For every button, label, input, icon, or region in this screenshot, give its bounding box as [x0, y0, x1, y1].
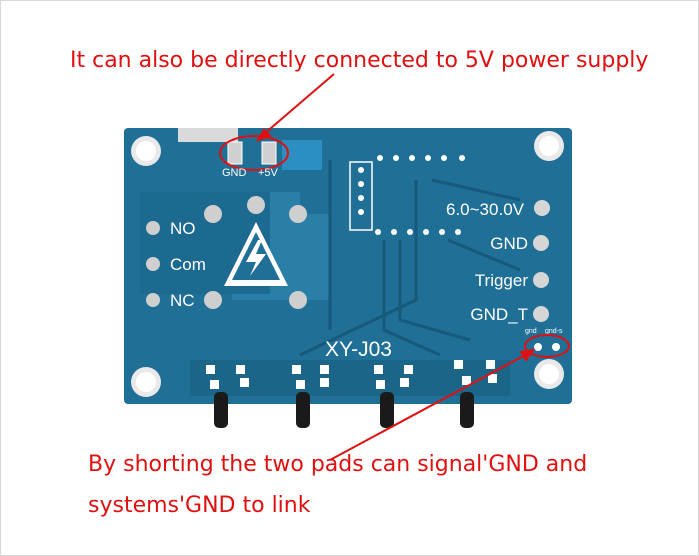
annotation-arrows: [255, 73, 536, 461]
gnd-pad: [227, 141, 243, 165]
power-terminal-pads: [533, 200, 550, 322]
header-outline: [349, 161, 373, 231]
button-solder-pads: [206, 360, 497, 389]
gnd-s-short-pad: [552, 343, 560, 351]
relay-pin: [204, 291, 222, 309]
pcb-traces: [299, 160, 521, 357]
terminal-screw: [146, 293, 160, 307]
gnd-label: GND: [490, 234, 528, 253]
gnd-t-label: GND_T: [470, 305, 528, 324]
terminal-screw: [146, 221, 160, 235]
bottom-annotation-line1: By shorting the two pads can signal'GND …: [88, 452, 588, 477]
small-gnd-label: gnd: [525, 328, 537, 335]
gnd-short-pad: [534, 343, 542, 351]
usb-port: [178, 128, 238, 142]
relay-pin: [247, 196, 265, 214]
bottom-annotation-line2: systems'GND to link: [88, 493, 311, 518]
push-buttons: [214, 392, 474, 428]
terminal-screw: [146, 257, 160, 271]
highlight-circle-pads: [524, 334, 570, 358]
model-label: XY-J03: [325, 338, 392, 361]
vplus-pad-label: +5V: [258, 167, 279, 179]
relay-pin: [204, 205, 222, 223]
gnd-pad-label: GND: [222, 167, 247, 179]
small-gnd-s-label: gnd-s: [545, 328, 563, 335]
relay-com-label: Com: [170, 255, 206, 274]
vin-label: 6.0~30.0V: [446, 200, 525, 219]
high-voltage-warning-icon: [224, 222, 288, 286]
top-annotation: It can also be directly connected to 5V …: [70, 48, 649, 73]
relay-pin: [289, 291, 307, 309]
relay-nc-label: NC: [170, 291, 195, 310]
highlight-circle-5v: [219, 135, 289, 171]
trigger-label: Trigger: [475, 271, 529, 290]
relay-no-label: NO: [170, 219, 196, 238]
header-pins: [358, 155, 465, 235]
relay-pin: [289, 205, 307, 223]
vplus-pad: [261, 141, 277, 165]
